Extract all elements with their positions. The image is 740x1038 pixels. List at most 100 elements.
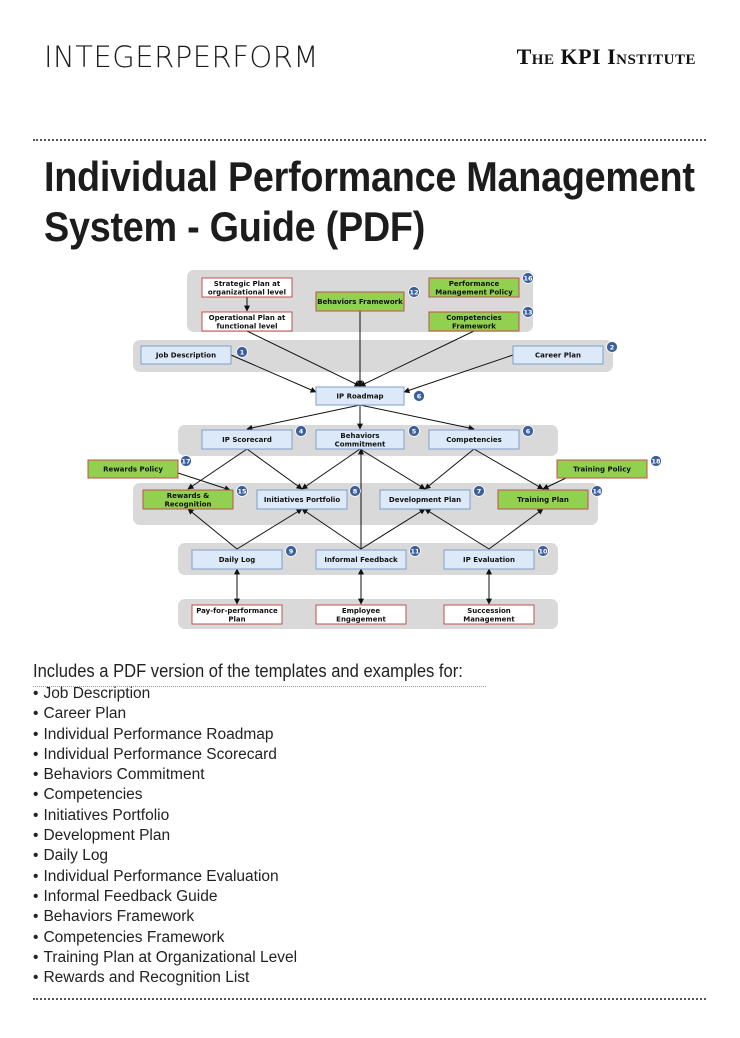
template-list-item: Training Plan at Organizational Level: [33, 948, 297, 968]
node-label: Employee: [342, 607, 381, 615]
node-training-policy: Training Policy: [556, 459, 648, 479]
template-list-item: Development Plan: [33, 826, 297, 846]
step-number-badge: 17: [180, 455, 192, 467]
svg-text:17: 17: [181, 457, 190, 465]
node-training-plan: Training Plan: [497, 489, 589, 510]
svg-text:15: 15: [237, 487, 247, 495]
step-number-badge: 4: [295, 425, 307, 437]
connector-arrow: [359, 448, 426, 490]
svg-text:9: 9: [289, 547, 294, 555]
node-label: Strategic Plan at: [214, 280, 281, 288]
svg-text:6: 6: [417, 392, 422, 400]
node-box: [443, 604, 535, 625]
svg-text:11: 11: [410, 547, 420, 555]
node-label: Informal Feedback: [324, 556, 398, 564]
svg-text:7: 7: [477, 487, 482, 495]
node-box: [315, 291, 405, 312]
node-label: Management: [463, 615, 515, 623]
svg-text:12: 12: [409, 288, 418, 296]
step-number-badge: 12: [408, 286, 420, 298]
connector-arrow: [424, 508, 490, 550]
node-box: [315, 429, 405, 450]
step-number-badge: 8: [349, 485, 361, 497]
node-box: [512, 345, 604, 365]
step-number-badge: 16: [522, 272, 534, 284]
node-box: [428, 277, 520, 298]
template-list-item: Individual Performance Roadmap: [33, 725, 297, 745]
node-label: Recognition: [164, 500, 211, 508]
node-label: Rewards &: [167, 492, 210, 500]
node-label: Plan: [228, 615, 245, 623]
template-list-item: Career Plan: [33, 704, 297, 724]
title-line-1: Individual Performance Management: [44, 153, 695, 200]
node-box: [201, 311, 293, 332]
connector-arrow: [230, 354, 317, 393]
connector-arrow: [359, 330, 475, 387]
node-career-plan: Career Plan: [512, 345, 604, 365]
node-label: Initiatives Portfolio: [264, 496, 341, 504]
step-number-badge: 6: [522, 425, 534, 437]
svg-text:16: 16: [523, 274, 533, 282]
svg-text:6: 6: [526, 427, 531, 435]
node-initiatives-portfolio: Initiatives Portfolio: [256, 489, 348, 510]
node-label: Commitment: [335, 440, 386, 448]
node-box: [140, 345, 232, 365]
connector-arrow: [360, 508, 426, 550]
node-label: Rewards Policy: [103, 466, 163, 474]
node-label: Operational Plan at: [209, 314, 286, 322]
connector-arrow: [542, 477, 567, 490]
template-list-item: Competencies Framework: [33, 928, 297, 948]
node-label: Career Plan: [535, 352, 581, 360]
node-development-plan: Development Plan: [379, 489, 471, 510]
node-label: Competencies: [446, 436, 502, 444]
template-list: Job DescriptionCareer PlanIndividual Per…: [33, 684, 297, 988]
svg-text:10: 10: [538, 547, 548, 555]
svg-text:14: 14: [592, 487, 602, 495]
step-number-badge: 6: [413, 390, 425, 402]
node-box: [315, 604, 407, 625]
template-list-item: Individual Performance Scorecard: [33, 745, 297, 765]
connector-arrow: [488, 508, 544, 550]
band-job-career: [133, 340, 613, 372]
node-box: [191, 549, 283, 570]
svg-text:1: 1: [240, 348, 245, 356]
step-number-badge: 1: [236, 346, 248, 358]
connector-arrow: [359, 404, 475, 431]
connector-arrow: [301, 508, 362, 550]
template-list-item: Rewards and Recognition List: [33, 968, 297, 988]
node-ip-scorecard: IP Scorecard: [201, 429, 293, 450]
title-line-2: System - Guide (PDF): [44, 203, 426, 250]
connector-arrow: [246, 404, 361, 431]
node-daily-log: Daily Log: [191, 549, 283, 570]
svg-text:4: 4: [299, 427, 304, 435]
connector-arrow: [246, 448, 303, 490]
connector-arrow: [424, 448, 475, 490]
node-label: Behaviors: [340, 432, 379, 440]
step-number-badge: 9: [285, 545, 297, 557]
node-rewards-policy: Rewards Policy: [87, 459, 179, 479]
node-box: [315, 386, 405, 406]
kpi-institute-logo: The KPI Institute: [516, 44, 696, 69]
node-label: Engagement: [336, 615, 386, 623]
node-label: Management Policy: [435, 288, 513, 296]
connector-arrow: [403, 354, 514, 394]
connector-arrow: [236, 508, 303, 550]
template-list-item: Initiatives Portfolio: [33, 806, 297, 826]
connector-arrow: [187, 508, 238, 550]
step-number-badge: 15: [236, 485, 248, 497]
node-rewards-recognition: Rewards &Recognition: [142, 489, 234, 510]
node-box: [201, 277, 293, 298]
connector-arrow: [246, 330, 361, 387]
node-label: Job Description: [155, 352, 216, 360]
svg-text:5: 5: [412, 427, 417, 435]
template-list-item: Daily Log: [33, 846, 297, 866]
node-label: organizational level: [208, 288, 286, 296]
node-label: Daily Log: [219, 556, 256, 564]
